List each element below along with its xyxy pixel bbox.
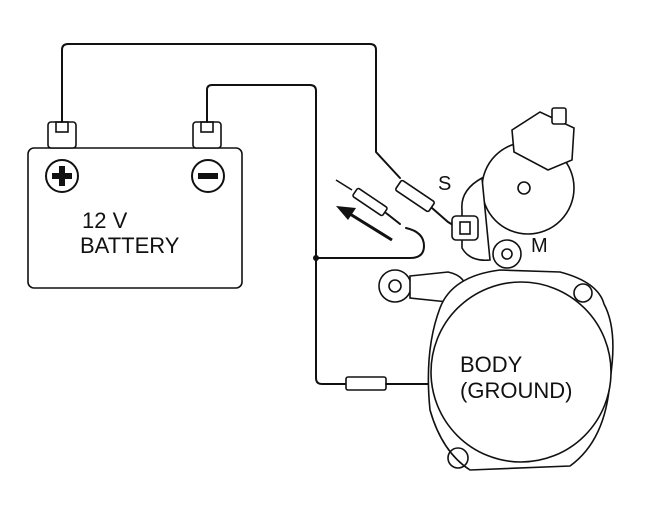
body-label-line2: (GROUND) bbox=[460, 378, 572, 403]
battery-positive-symbol bbox=[45, 159, 79, 193]
battery-name-label: BATTERY bbox=[80, 233, 180, 258]
s-terminal-label: S bbox=[438, 173, 451, 195]
starter-motor: S M BODY (GROUND) bbox=[378, 107, 614, 471]
starter-body bbox=[427, 269, 614, 471]
battery-case bbox=[27, 147, 243, 289]
battery-positive-post bbox=[47, 121, 77, 149]
body-label-line1: BODY bbox=[460, 352, 523, 377]
solenoid-cap bbox=[511, 107, 575, 171]
ground-branch-wire bbox=[315, 227, 425, 259]
direction-arrow-icon bbox=[336, 206, 393, 242]
positive-wire bbox=[61, 43, 401, 179]
battery-negative-post bbox=[192, 121, 222, 149]
battery: 12 V BATTERY bbox=[27, 121, 243, 289]
test-lead-to-body bbox=[345, 376, 433, 391]
wiring bbox=[61, 43, 425, 385]
negative-wire bbox=[206, 84, 351, 385]
loose-test-probe bbox=[335, 179, 401, 225]
battery-negative-symbol bbox=[191, 159, 225, 193]
battery-voltage-label: 12 V bbox=[82, 208, 128, 233]
s-terminal bbox=[451, 215, 479, 241]
m-terminal bbox=[492, 239, 522, 269]
m-terminal-label: M bbox=[531, 235, 548, 257]
